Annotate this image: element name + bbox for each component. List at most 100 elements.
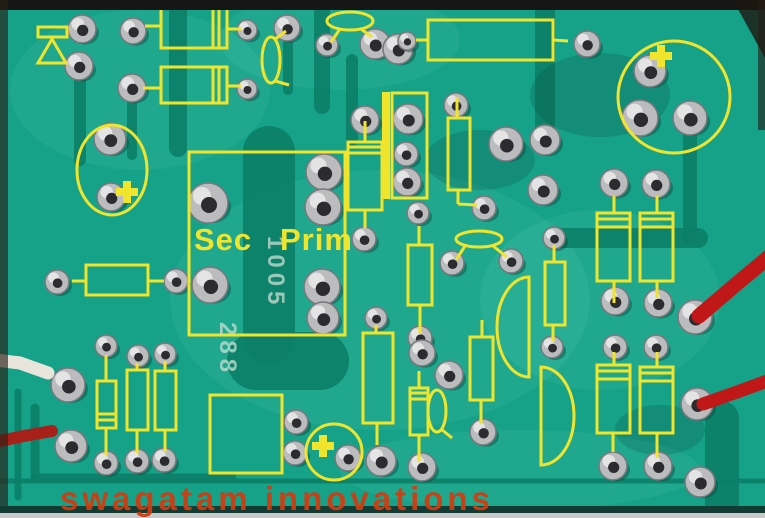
photo-top-edge [0,0,765,10]
solder-pad [542,226,568,252]
pad-hole [101,459,112,470]
pad-hole [315,281,331,296]
polarity-plus-icon [116,181,138,203]
watermark-text: swagatam innovations [60,480,494,517]
pad-hole [159,456,170,467]
pad-hole [608,461,620,473]
solder-pad [93,450,121,477]
photo-bottom-strip [0,513,765,518]
silkscreen-batch-number: 288 [214,322,241,377]
component-lead [492,244,508,259]
pad-hole [550,234,559,244]
pad-hole [316,201,332,216]
pad-hole [651,343,662,354]
component-ellipse [325,10,375,32]
pad-hole [62,379,76,394]
diode-outline [595,363,632,435]
pad-hole [171,277,182,288]
pad-hole [369,39,382,52]
pad-hole [77,24,89,36]
component-lead [360,27,373,39]
solder-pad [599,168,631,199]
pad-hole [444,370,456,382]
pad-hole [65,441,79,454]
pad-hole [343,454,354,465]
pad-hole [132,457,143,468]
transformer-label-prim: Prim [280,222,353,257]
component-ellipse [75,123,149,217]
solder-pad [303,268,343,306]
pad-hole [582,40,593,51]
solder-pad [93,122,129,157]
component-lead [329,28,342,43]
pad-hole [74,61,86,73]
pad-hole [417,349,428,360]
component-shape [495,275,531,379]
solder-pad [641,169,673,200]
photo-top-right-corner [733,0,765,58]
solder-pad [351,226,379,253]
solder-pad [365,445,399,478]
component-outline [406,243,434,307]
diode-outline [638,211,675,283]
solder-pad [643,288,675,319]
component-bar [382,92,390,199]
solder-pad [163,268,191,295]
solder-pad [434,360,466,391]
pad-hole [243,86,252,94]
component-outline [446,116,472,192]
photo-shadow [615,405,705,455]
component-lead [454,245,467,261]
component-overlay [35,6,732,482]
solder-pad [304,188,344,226]
diode-outline [159,65,229,105]
pad-hole [317,166,333,181]
pad-hole [323,41,332,51]
component-ellipse [454,229,504,249]
pad-hole [161,350,170,360]
solder-pad [306,301,342,336]
pad-hole [201,197,217,213]
solder-pad [602,334,630,361]
solder-pad [236,19,260,43]
solder-pad [44,269,72,296]
solder-pad [540,335,566,361]
solder-pads [44,14,718,499]
component-lead [552,38,569,43]
solder-pad [282,440,310,467]
pad-hole [539,135,552,148]
solder-pad [529,124,563,157]
diode-outline [595,211,632,283]
component-outline [468,335,495,402]
pad-hole [479,204,490,214]
solder-pad [305,153,345,191]
solder-pad [94,334,120,360]
solder-pad [236,78,260,102]
component-outline [84,263,150,297]
component-outline [390,91,429,200]
pad-hole [653,461,665,473]
solder-pad [64,51,96,82]
pad-hole [102,342,111,352]
pad-hole [402,114,415,127]
pad-hole [447,259,458,270]
pad-hole [500,138,514,153]
pad-hole [104,134,118,148]
diode-outline [638,365,675,435]
solder-pad [469,418,499,447]
component-ellipse [426,388,448,434]
solder-pad [96,182,128,213]
solder-pad [488,126,526,162]
component-ellipse [616,39,732,155]
red-wire-bottom-right [696,374,765,411]
photo-left-edge [0,0,8,518]
solder-pad [439,250,467,277]
component-outline [153,369,178,432]
polarity-plus-icon [650,45,672,67]
component-outline [125,368,150,432]
solder-pad [283,409,311,436]
pad-hole [317,313,331,326]
